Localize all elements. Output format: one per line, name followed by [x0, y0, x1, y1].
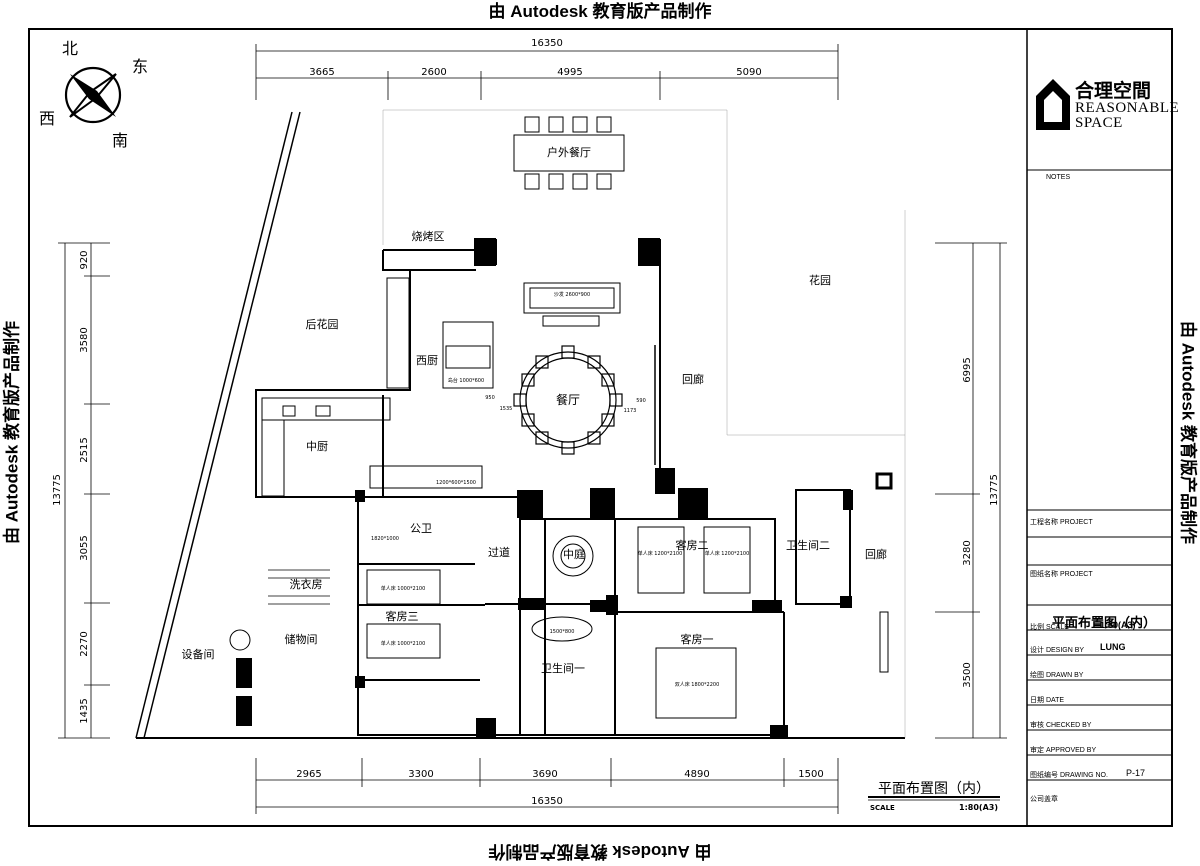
- room-outdoor-dining: 户外餐厅: [547, 145, 591, 159]
- dim-bottom-2: 3300: [408, 769, 433, 780]
- compass-north: 北: [62, 39, 78, 58]
- label-bed-4: 单人床 1000*2100: [381, 640, 426, 647]
- label-dim-950: 950: [485, 395, 495, 401]
- drawn-label: 绘图 DRAWN BY: [1030, 670, 1083, 680]
- dim-left-total: 13775: [52, 474, 63, 506]
- dim-left-5: 2270: [79, 631, 90, 656]
- project-label-2: 图纸名称 PROJECT: [1030, 569, 1093, 579]
- compass-east: 东: [132, 57, 148, 76]
- room-bathroom-1: 卫生间一: [541, 661, 585, 675]
- label-dim-1200: 1200*600*1500: [436, 480, 476, 486]
- room-public-wc: 公卫: [410, 522, 432, 535]
- label-dim-590: 590: [636, 398, 646, 404]
- room-bathroom-2: 卫生间二: [786, 538, 830, 552]
- room-western-kitchen: 西厨: [416, 354, 438, 367]
- room-equipment: 设备间: [182, 647, 215, 661]
- dim-top-2: 2600: [421, 67, 446, 78]
- room-guest-1: 客房一: [681, 632, 714, 646]
- room-corridor-2: 回廊: [865, 547, 887, 561]
- label-dim-1820: 1820*1000: [371, 536, 399, 542]
- dim-left-4: 3055: [79, 535, 90, 560]
- dim-bottom-4: 4890: [684, 769, 709, 780]
- drawing-no-label: 图纸编号 DRAWING NO.: [1030, 770, 1108, 780]
- dim-right-2: 3280: [962, 540, 973, 565]
- room-corridor-1: 回廊: [682, 372, 704, 386]
- beds: [367, 527, 750, 718]
- scale-label: 比例 SCALE: [1030, 622, 1069, 632]
- company-label: 公司盖章: [1030, 794, 1058, 804]
- date-label: 日期 DATE: [1030, 695, 1064, 705]
- room-storage: 储物间: [285, 632, 318, 646]
- brand-logo-icon: [1036, 79, 1070, 130]
- dim-right-1: 6995: [962, 357, 973, 382]
- label-sofa: 沙发 2600*900: [554, 291, 590, 298]
- room-dining: 餐厅: [556, 392, 580, 407]
- dim-left-6: 1435: [79, 698, 90, 723]
- brand-name-en-2: SPACE: [1075, 115, 1123, 132]
- room-garden: 花园: [809, 274, 831, 287]
- sofa: [524, 283, 620, 326]
- room-bbq: 烧烤区: [412, 229, 445, 243]
- room-laundry: 洗衣房: [290, 577, 323, 591]
- dim-top-total: 16350: [531, 38, 563, 49]
- project-label-1: 工程名称 PROJECT: [1030, 517, 1093, 527]
- dim-bottom-total: 16350: [531, 796, 563, 807]
- equipment-units: [236, 658, 252, 726]
- brand-name-cn: 合理空間: [1075, 76, 1151, 103]
- dim-right-3: 3500: [962, 662, 973, 687]
- dim-bottom-5: 1500: [798, 769, 823, 780]
- dim-left-2: 3580: [79, 327, 90, 352]
- kitchen-counters: [262, 278, 482, 496]
- sheet-scale-label: SCALE: [870, 804, 895, 812]
- notes-label: NOTES: [1046, 174, 1070, 181]
- label-island: 岛台 1000*600: [448, 377, 484, 384]
- compass-west: 西: [39, 109, 55, 128]
- dim-top-1: 3665: [309, 67, 334, 78]
- building-walls: [256, 240, 850, 735]
- sheet-title: 平面布置图（内）: [878, 778, 990, 798]
- label-bed-2: 单人床 1200*2100: [705, 550, 750, 557]
- room-kitchen: 中厨: [306, 440, 328, 453]
- design-value: LUNG: [1100, 642, 1126, 652]
- drawing-no-value: P-17: [1126, 768, 1145, 778]
- dim-bottom-1: 2965: [296, 769, 321, 780]
- title-block-grid: [1027, 170, 1172, 780]
- sheet-scale-value: 1:80(A3): [959, 803, 998, 812]
- compass-south: 南: [112, 131, 128, 150]
- room-guest-3: 客房三: [386, 609, 419, 623]
- label-bed-double: 双人床 1800*2200: [675, 681, 720, 688]
- room-guest-2: 客房二: [676, 538, 709, 552]
- dim-bottom-3: 3690: [532, 769, 557, 780]
- room-atrium: 中庭: [563, 547, 585, 561]
- dim-top-4: 5090: [736, 67, 761, 78]
- compass-icon: [66, 68, 120, 122]
- approved-label: 审定 APPROVED BY: [1030, 745, 1096, 755]
- checked-label: 审核 CHECKED BY: [1030, 720, 1091, 730]
- dim-top-3: 4995: [557, 67, 582, 78]
- room-aisle: 过道: [488, 545, 510, 559]
- label-dim-1173: 1173: [624, 408, 637, 414]
- label-bed-3: 单人床 1000*2100: [381, 585, 426, 592]
- corridor-bench: [880, 612, 888, 672]
- room-back-garden: 后花园: [306, 318, 339, 331]
- dim-left-1: 920: [79, 250, 90, 269]
- scale-value: 1:80(A3): [1100, 620, 1136, 630]
- label-dim-1535: 1535: [500, 406, 513, 412]
- design-label: 设计 DESIGN BY: [1030, 645, 1084, 655]
- dim-left-3: 2515: [79, 437, 90, 462]
- label-bed-1: 单人床 1200*2100: [638, 550, 683, 557]
- dim-right-total: 13775: [989, 474, 1000, 506]
- label-tub: 1500*800: [550, 629, 575, 635]
